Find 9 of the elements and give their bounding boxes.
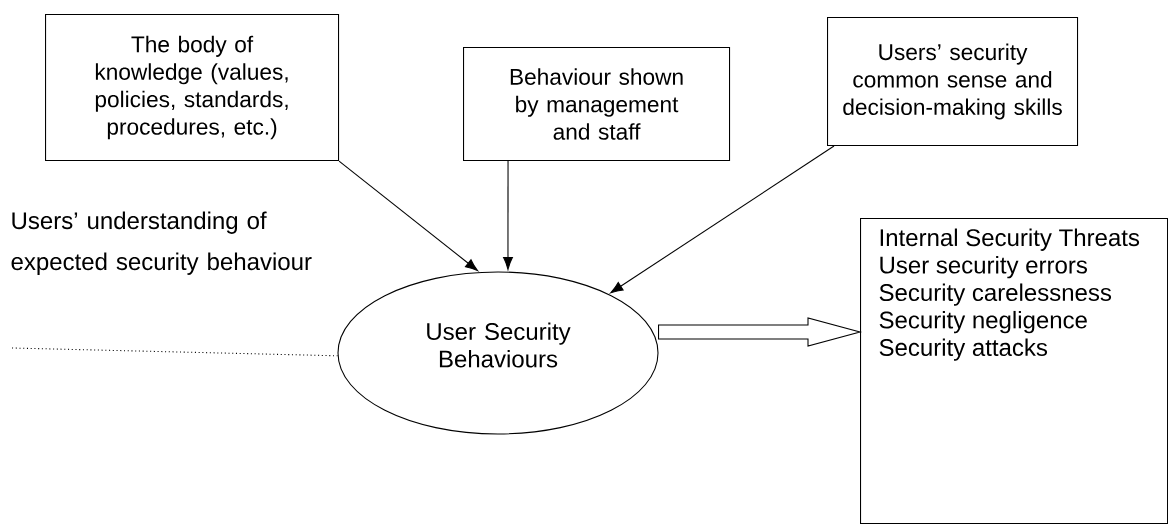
note-text: Users’ understanding of expected security behaviour	[11, 211, 312, 275]
arrow	[503, 160, 513, 270]
arrow	[610, 145, 835, 294]
behaviour-box: Behaviour shown by management and staff	[463, 47, 731, 162]
knowledge-box: The body of knowledge (values, policies, standards, procedures, etc.)	[45, 14, 340, 162]
arrow	[338, 160, 479, 272]
skills-box: Users’ security common sense and decision-making skills	[827, 17, 1079, 147]
block-arrow	[658, 317, 863, 347]
threats-box: Internal Security Threats User security errors Security carelessness Security negligence Security attacks	[860, 218, 1168, 524]
